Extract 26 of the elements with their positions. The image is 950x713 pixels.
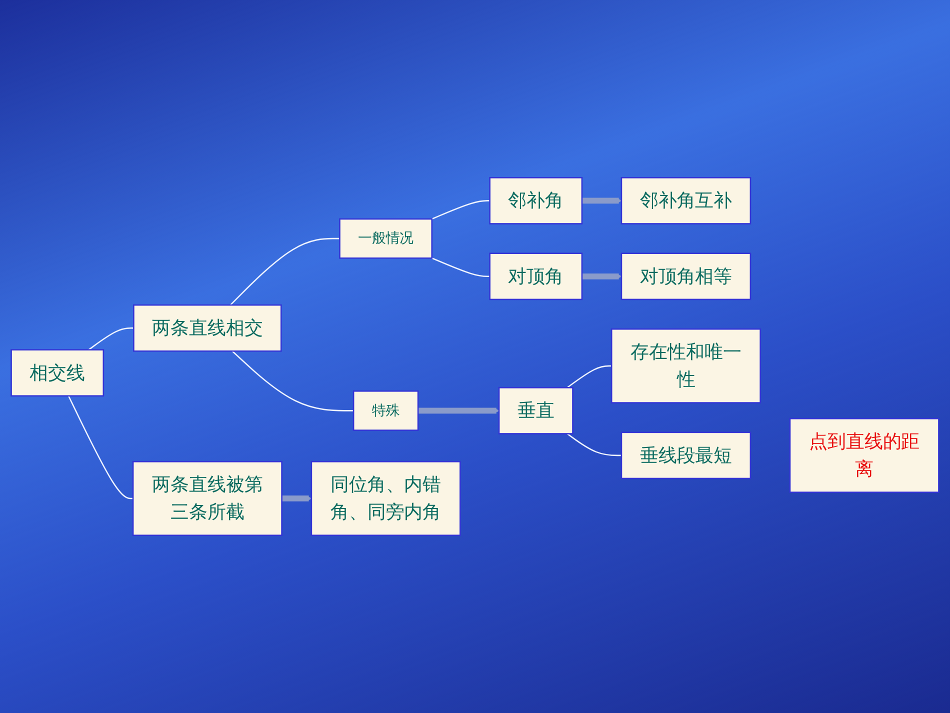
node-box: 两条直线相交 bbox=[133, 304, 282, 352]
connector bbox=[230, 238, 340, 306]
node-box: 点到直线的距离 bbox=[789, 418, 940, 493]
node-box: 对顶角相等 bbox=[620, 252, 752, 300]
connector bbox=[432, 258, 490, 278]
connector bbox=[68, 396, 134, 500]
node-box: 同位角、内错角、同旁内角 bbox=[310, 460, 461, 536]
node-box: 对顶角 bbox=[489, 252, 583, 300]
node-box: 垂直 bbox=[498, 386, 574, 434]
arrow bbox=[418, 408, 500, 414]
node-box: 垂线段最短 bbox=[620, 432, 752, 480]
connector bbox=[566, 433, 622, 456]
node-box: 特殊 bbox=[352, 390, 419, 431]
node-box: 邻补角互补 bbox=[620, 177, 752, 224]
node-box: 存在性和唯一性 bbox=[610, 328, 761, 404]
connector bbox=[88, 327, 134, 350]
node-box: 两条直线被第三条所截 bbox=[132, 460, 282, 536]
arrow bbox=[581, 273, 622, 280]
arrow bbox=[581, 198, 622, 204]
connector bbox=[232, 350, 354, 412]
node-box: 邻补角 bbox=[489, 177, 583, 224]
connector bbox=[432, 200, 490, 220]
node-box: 一般情况 bbox=[339, 218, 433, 259]
arrow bbox=[281, 496, 312, 502]
connector bbox=[566, 365, 612, 388]
node-box: 相交线 bbox=[10, 349, 104, 397]
